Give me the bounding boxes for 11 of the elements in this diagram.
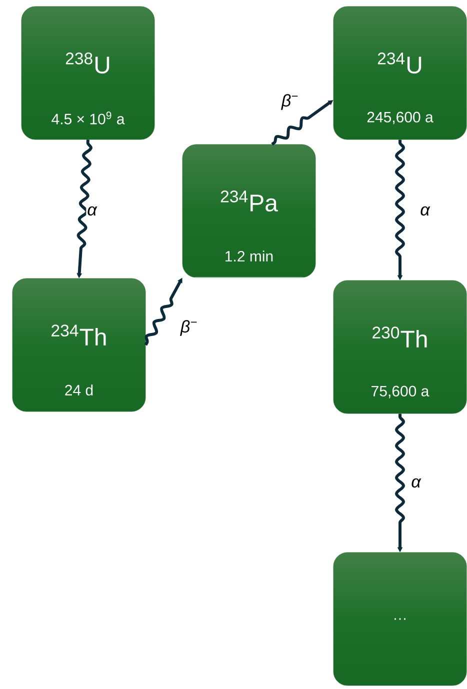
nuclide-box: $^{234}$Pa 1.2 min xyxy=(182,144,316,278)
edge-label: β$^{−}$ xyxy=(280,93,300,111)
nuclide-box: $^{234}$Th 24 d xyxy=(12,278,146,412)
nuclide-box: … xyxy=(333,552,467,686)
edge-label: α xyxy=(419,205,431,217)
nuclide-box: $^{234}$U 245,600 a xyxy=(333,6,467,140)
edge-label: β$^{−}$ xyxy=(179,319,199,337)
nuclide-box: $^{230}$Th 75,600 a xyxy=(333,280,467,414)
nuclide-box: $^{238}$U 4.5 × 10$^{9}$ a xyxy=(21,6,155,140)
edge-label: α xyxy=(86,205,98,217)
edge-label: α xyxy=(410,477,422,489)
